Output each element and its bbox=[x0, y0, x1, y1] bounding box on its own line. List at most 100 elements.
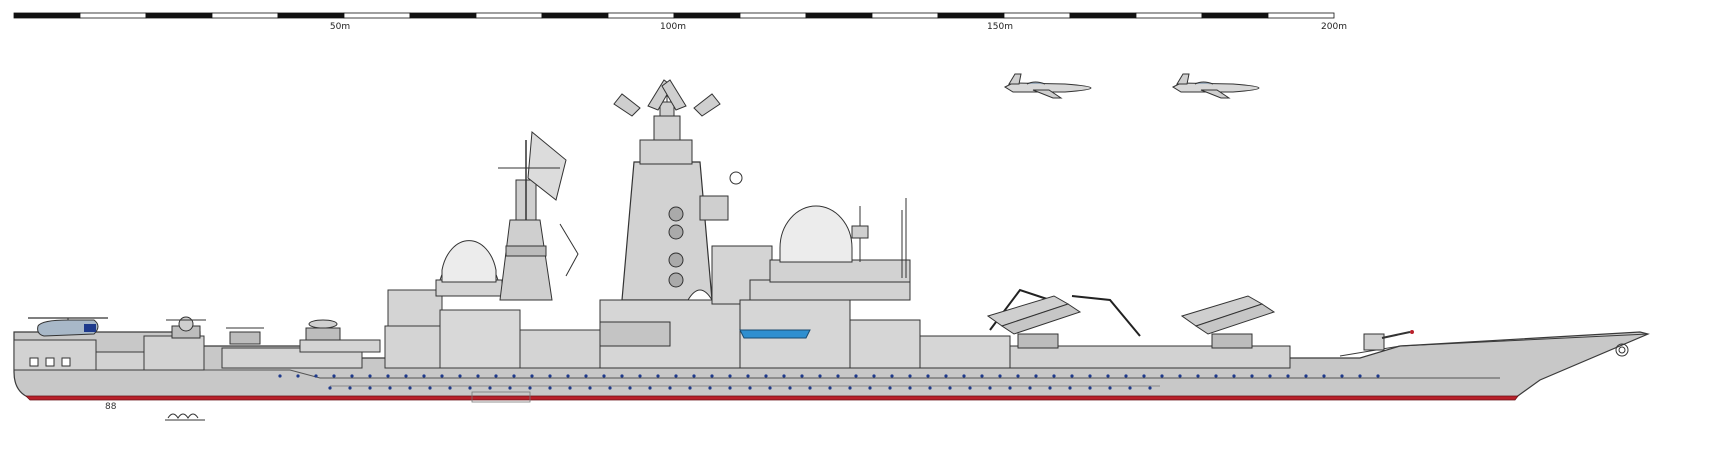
porthole bbox=[638, 374, 642, 378]
porthole bbox=[1358, 374, 1362, 378]
porthole bbox=[350, 374, 354, 378]
porthole bbox=[1008, 386, 1012, 390]
aircraft-icon bbox=[1171, 73, 1260, 99]
porthole bbox=[512, 374, 516, 378]
porthole bbox=[768, 386, 772, 390]
porthole bbox=[584, 374, 588, 378]
scale-bar bbox=[13, 12, 1335, 19]
porthole bbox=[1016, 374, 1020, 378]
porthole bbox=[908, 374, 912, 378]
porthole bbox=[1250, 374, 1254, 378]
porthole bbox=[530, 374, 534, 378]
porthole bbox=[1178, 374, 1182, 378]
porthole bbox=[1340, 374, 1344, 378]
scale-bar-segment bbox=[673, 12, 741, 19]
porthole bbox=[948, 386, 952, 390]
porthole bbox=[494, 374, 498, 378]
porthole bbox=[566, 374, 570, 378]
porthole bbox=[448, 386, 452, 390]
porthole bbox=[890, 374, 894, 378]
scale-bar-segment bbox=[937, 12, 1005, 19]
porthole bbox=[508, 386, 512, 390]
porthole bbox=[854, 374, 858, 378]
porthole bbox=[528, 386, 532, 390]
porthole bbox=[1214, 374, 1218, 378]
porthole bbox=[388, 386, 392, 390]
porthole bbox=[1148, 386, 1152, 390]
porthole bbox=[746, 374, 750, 378]
porthole bbox=[1142, 374, 1146, 378]
aft-mast bbox=[498, 131, 579, 301]
porthole bbox=[836, 374, 840, 378]
porthole bbox=[328, 386, 332, 390]
porthole bbox=[422, 374, 426, 378]
boot-topping bbox=[25, 395, 1519, 401]
scale-bar-segment bbox=[607, 12, 675, 19]
porthole bbox=[728, 374, 732, 378]
porthole bbox=[648, 386, 652, 390]
porthole bbox=[782, 374, 786, 378]
porthole bbox=[428, 386, 432, 390]
porthole bbox=[602, 374, 606, 378]
porthole bbox=[1068, 386, 1072, 390]
porthole bbox=[568, 386, 572, 390]
porthole bbox=[296, 374, 300, 378]
aa-gun-mount bbox=[305, 319, 341, 341]
radar-dome-icon bbox=[769, 198, 911, 283]
stern-superstructure bbox=[13, 335, 205, 371]
scale-bar-segment bbox=[805, 12, 873, 19]
porthole bbox=[1088, 374, 1092, 378]
porthole bbox=[800, 374, 804, 378]
porthole bbox=[1286, 374, 1290, 378]
porthole bbox=[548, 386, 552, 390]
porthole bbox=[848, 386, 852, 390]
scale-bar-segment bbox=[13, 12, 81, 19]
porthole bbox=[404, 374, 408, 378]
porthole bbox=[868, 386, 872, 390]
aircraft-icon bbox=[1003, 73, 1092, 99]
porthole bbox=[1108, 386, 1112, 390]
porthole bbox=[748, 386, 752, 390]
porthole bbox=[1232, 374, 1236, 378]
forward-deckhouse bbox=[919, 335, 1291, 369]
porthole bbox=[818, 374, 822, 378]
portholes bbox=[278, 374, 1380, 390]
porthole bbox=[628, 386, 632, 390]
porthole bbox=[1196, 374, 1200, 378]
porthole bbox=[944, 374, 948, 378]
porthole bbox=[710, 374, 714, 378]
porthole bbox=[668, 386, 672, 390]
porthole bbox=[1106, 374, 1110, 378]
porthole bbox=[988, 386, 992, 390]
porthole bbox=[1376, 374, 1380, 378]
porthole bbox=[688, 386, 692, 390]
missile-launcher-icon bbox=[986, 295, 1082, 349]
porthole bbox=[1322, 374, 1326, 378]
porthole bbox=[386, 374, 390, 378]
porthole bbox=[476, 374, 480, 378]
porthole bbox=[808, 386, 812, 390]
scale-bar-segment bbox=[343, 12, 411, 19]
porthole bbox=[1128, 386, 1132, 390]
scale-bar-segment bbox=[211, 12, 279, 19]
radar-dome-icon bbox=[435, 240, 503, 297]
porthole bbox=[1088, 386, 1092, 390]
porthole bbox=[1124, 374, 1128, 378]
missile-launcher-icon bbox=[1180, 295, 1276, 349]
porthole bbox=[278, 374, 282, 378]
scale-label-100m: 100m bbox=[660, 22, 686, 32]
scale-bar-segment bbox=[1135, 12, 1203, 19]
radar-antenna-icon bbox=[613, 79, 721, 117]
scale-bar-segment bbox=[541, 12, 609, 19]
svg-text:88: 88 bbox=[105, 402, 117, 412]
porthole bbox=[888, 386, 892, 390]
porthole bbox=[908, 386, 912, 390]
porthole bbox=[828, 386, 832, 390]
porthole bbox=[348, 386, 352, 390]
porthole bbox=[1034, 374, 1038, 378]
porthole bbox=[1048, 386, 1052, 390]
scale-bar-segment bbox=[1201, 12, 1269, 19]
scale-bar-segment bbox=[871, 12, 939, 19]
porthole bbox=[440, 374, 444, 378]
scale-label-50m: 50m bbox=[330, 22, 350, 32]
